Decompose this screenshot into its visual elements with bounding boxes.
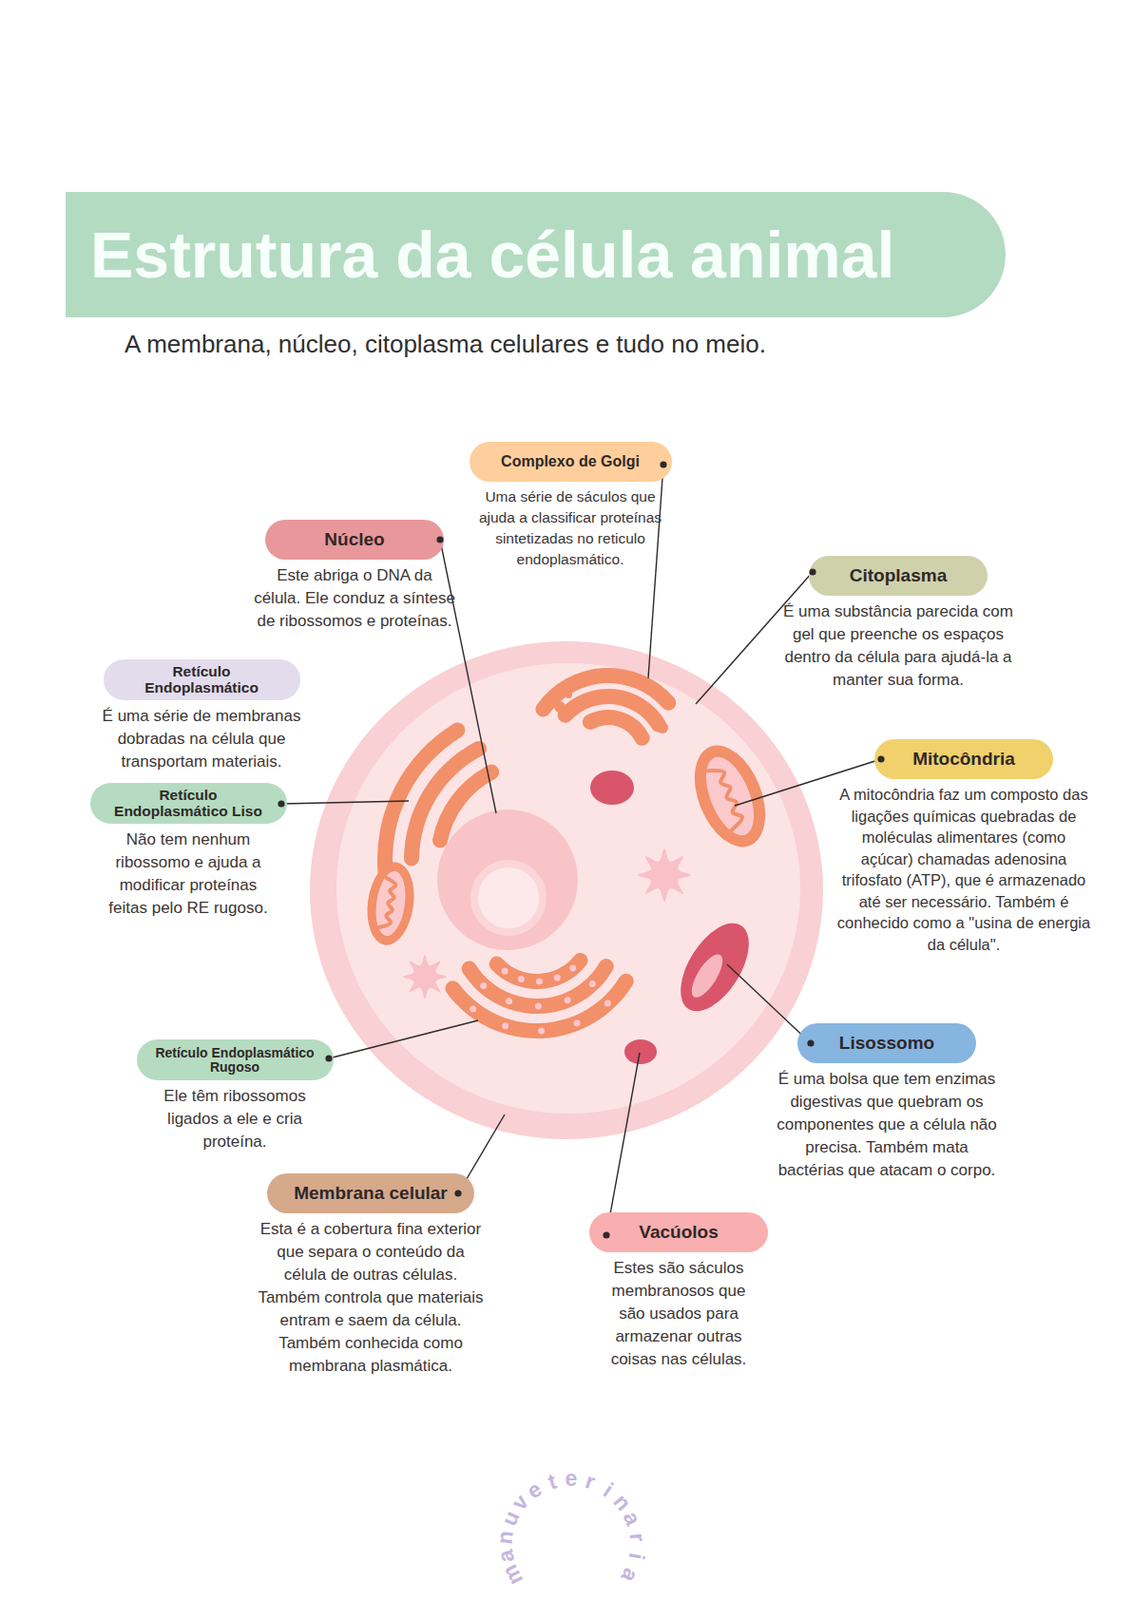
- ribosome: [501, 1022, 509, 1030]
- ribosome: [469, 1006, 477, 1014]
- organelle-description: Ele têm ribossomos ligados a ele e cria …: [147, 1085, 324, 1154]
- caption: A membrana, núcleo, citoplasma celulares…: [124, 329, 767, 360]
- ribosome: [604, 1000, 612, 1008]
- organelle-description: Esta é a cobertura fina exterior que sep…: [256, 1218, 485, 1379]
- nucleolus: [474, 863, 543, 933]
- title-band: [65, 191, 1006, 318]
- organelle-name: Membrana celular: [267, 1173, 475, 1214]
- organelle-callout: Complexo de GolgiUma série de sáculos qu…: [469, 441, 672, 571]
- nucleus: [437, 809, 578, 951]
- title: Estrutura da célula animal: [90, 191, 896, 318]
- organelle-name: Lisossomo: [797, 1023, 977, 1064]
- mitochondrion-inner: [371, 869, 409, 939]
- ribosome: [537, 1027, 545, 1035]
- organelle-description: Este abriga o DNA da célula. Ele conduz …: [252, 564, 458, 634]
- organelle-name: Retículo Endoplasmático: [103, 659, 301, 701]
- organelle-name: Retículo Endoplasmático Liso: [90, 783, 288, 825]
- ribosome: [589, 980, 596, 988]
- organelle-callout: MitocôndriaA mitocôndria faz um composto…: [836, 739, 1092, 956]
- golgi-sac: [582, 709, 651, 747]
- cell-membrane: [309, 641, 824, 1140]
- golgi-vesicle: [564, 690, 573, 699]
- leader-line: [440, 539, 497, 814]
- organelle-name: Vacúolos: [589, 1212, 768, 1253]
- organelle-callout: LisossomoÉ uma bolsa que tem enzimas dig…: [776, 1023, 998, 1183]
- ribosome: [505, 997, 513, 1005]
- ribosome: [501, 968, 509, 976]
- leader-line: [727, 964, 811, 1044]
- ribosome: [569, 965, 576, 973]
- organelle-description: É uma substância parecida com gel que pr…: [782, 600, 1016, 692]
- organelle-name: Complexo de Golgi: [469, 441, 672, 482]
- mitochondrion: [362, 859, 420, 949]
- leader-line: [328, 1020, 479, 1059]
- centriole: [637, 848, 691, 902]
- organelle-name: Mitocôndria: [874, 739, 1054, 780]
- ribosome: [479, 982, 487, 990]
- golgi-vesicle: [554, 701, 566, 713]
- organelle-callout: VacúolosEstes são sáculos membranosos qu…: [589, 1212, 768, 1372]
- centriole: [402, 955, 447, 999]
- organelle-description: É uma bolsa que tem enzimas digestivas q…: [776, 1068, 998, 1183]
- watermark: manuveterinaria: [485, 1459, 657, 1589]
- leader-line: [606, 1053, 640, 1236]
- organelle-description: Estes são sáculos membranosos que são us…: [596, 1257, 761, 1372]
- mitochondrion-inner: [696, 750, 765, 843]
- organelle-name: Citoplasma: [808, 556, 988, 596]
- rough-er-fold: [489, 953, 589, 990]
- mitochondrion-outer: [362, 859, 420, 949]
- ribosome: [518, 976, 525, 983]
- lysosome-inner: [686, 950, 730, 1003]
- organelle-description: Não tem nenhum ribossomo e ajuda a modif…: [102, 828, 274, 921]
- ribosome: [554, 974, 561, 981]
- ribosome: [535, 1002, 542, 1010]
- vacuole: [624, 1039, 657, 1065]
- ribosome: [573, 1019, 580, 1027]
- organelle-description: Uma série de sáculos que ajuda a classif…: [475, 486, 666, 571]
- ribosome: [564, 997, 572, 1004]
- golgi-vesicle: [656, 722, 669, 734]
- organelle-description: É uma série de membranas dobradas na cél…: [87, 705, 316, 774]
- organelle-callout: NúcleoEste abriga o DNA da célula. Ele c…: [252, 519, 458, 634]
- cytoplasm: [336, 663, 801, 1114]
- organelle-description: A mitocôndria faz um composto das ligaçõ…: [836, 784, 1092, 956]
- organelle-name: Retículo Endoplasmático Rugoso: [136, 1039, 334, 1081]
- vacuole: [590, 770, 634, 806]
- organelle-callout: Retículo Endoplasmático RugosoEle têm ri…: [136, 1039, 334, 1154]
- organelle-callout: Retículo EndoplasmáticoÉ uma série de me…: [87, 659, 316, 774]
- ribosome: [536, 978, 543, 985]
- organelle-name: Núcleo: [265, 519, 444, 560]
- organelle-callout: CitoplasmaÉ uma substância parecida com …: [782, 556, 1016, 692]
- cristae: [708, 765, 746, 830]
- leader-line: [281, 801, 409, 805]
- organelle-callout: Retículo Endoplasmático LisoNão tem nenh…: [90, 783, 288, 921]
- organelle-callout: Membrana celularEsta é a cobertura fina …: [256, 1173, 485, 1379]
- cristae: [379, 878, 397, 930]
- lysosome-body: [667, 912, 764, 1024]
- lysosome: [667, 912, 764, 1024]
